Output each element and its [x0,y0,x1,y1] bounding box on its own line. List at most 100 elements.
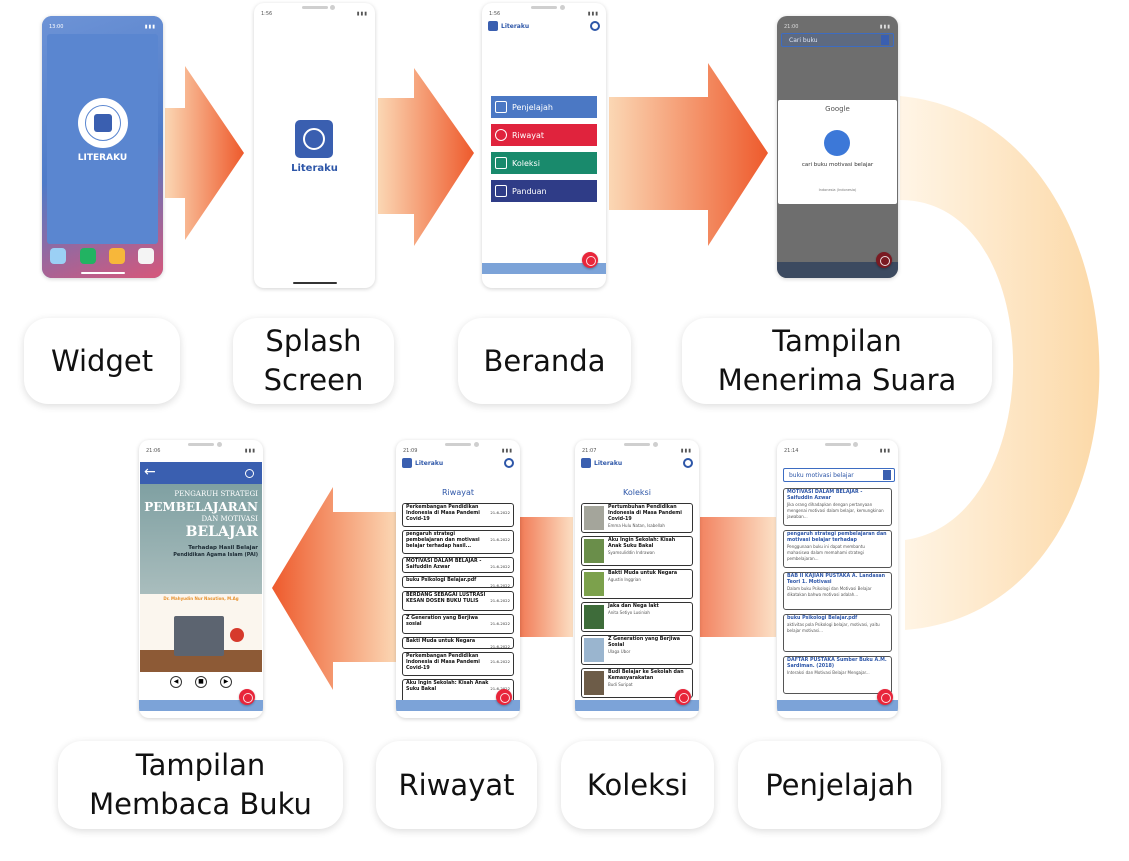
label-text-line2: Screen [263,363,364,397]
history-item[interactable]: Perkembangan Pendidikan Indonesia di Mas… [402,652,514,676]
voice-fab-button[interactable] [877,689,893,705]
status-time: 1:56 [261,11,273,17]
settings-gear-icon[interactable] [245,469,254,478]
google-text: Google [825,105,850,113]
label-koleksi: Koleksi [561,741,714,829]
search-input[interactable]: Cari buku [781,33,894,47]
book-thumbnail [584,539,604,563]
forward-button[interactable]: ▶ [220,676,232,688]
history-item[interactable]: Perkembangan Pendidikan Indonesia di Mas… [402,503,514,527]
book-author: Emma Hulu Natan, Isabellah [608,523,665,528]
document-icon[interactable] [881,35,889,45]
phone-koleksi: 21:07▮▮▮ Literaku Koleksi Pertumbuhan Pe… [575,440,699,718]
book-title-line2: PEMBELAJARAN [144,500,258,514]
microphone-icon[interactable] [824,130,850,156]
history-title: Perkembangan Pendidikan Indonesia di Mas… [406,654,480,671]
literaku-logo-icon [295,120,333,158]
menu-panduan-button[interactable]: Panduan [491,180,597,202]
result-title: MOTIVASI DALAM BELAJAR - Saifuddin Azwar [787,490,863,501]
history-item[interactable]: pengaruh strategi pembelajaran dan motiv… [402,530,514,554]
book-title-line1: PENGARUH STRATEGI [174,490,258,498]
history-item[interactable]: buku Psikologi Belajar.pdf 21-6-2022 [402,576,514,588]
widget-logo[interactable] [78,98,128,148]
label-beranda: Beranda [458,318,631,404]
menu-riwayat-button[interactable]: Riwayat [491,124,597,146]
page-title: Koleksi [623,488,651,497]
label-text-line1: Splash [265,324,362,358]
voice-fab-button[interactable] [582,252,598,268]
collection-item[interactable]: Pertumbuhan Pendidikan Indonesia di Masa… [581,503,693,533]
book-author: Dr. Mahyudin Nur Nasution, M.Ag [163,596,239,601]
voice-fab-button[interactable] [239,689,255,705]
book-title: Jaka dan Nega lakt [608,604,659,609]
book-author: Agustin Inggrian [608,577,641,582]
status-time: 21:09 [403,448,418,454]
label-text: Beranda [483,343,606,378]
search-result-item[interactable]: DAFTAR PUSTAKA Sumber Buku A.M. Sardiman… [783,656,892,694]
arrow-koleksi-riwayat [520,517,573,637]
history-title: Perkembangan Pendidikan Indonesia di Mas… [406,505,480,522]
history-date: 21-6-2022 [490,644,510,649]
menu-label: Penjelajah [512,102,553,112]
rewind-button[interactable]: ◀ [170,676,182,688]
settings-gear-icon[interactable] [504,458,514,468]
book-title-line3: DAN MOTIVASI [201,515,258,523]
document-icon[interactable] [883,470,891,480]
books-icon [495,157,507,169]
status-time: 21:07 [582,448,597,454]
book-title: Z Generation yang Berjiwa Sosial [608,637,681,648]
history-date: 21-6-2022 [490,537,510,542]
search-input[interactable]: buku motivasi belajar [783,468,895,482]
history-item[interactable]: BERDANG SEBAGAI LUSTRASI KESAN DOSEN BUK… [402,591,514,611]
phone-membaca: 21:06▮▮▮ ← PENGARUH STRATEGI PEMBELAJARA… [139,440,263,718]
phone-app-icon[interactable] [80,248,96,264]
search-result-item[interactable]: pengaruh strategi pembelajaran dan motiv… [783,530,892,568]
result-title: BAB II KAJIAN PUSTAKA A. Landasan Teori … [787,574,886,585]
settings-gear-icon[interactable] [590,21,600,31]
status-time: 13:00 [49,24,64,30]
search-result-item[interactable]: BAB II KAJIAN PUSTAKA A. Landasan Teori … [783,572,892,610]
voice-fab-button[interactable] [876,252,892,268]
collection-item[interactable]: Budi Belajar ke Sekolah dan Kemasyarakat… [581,668,693,698]
history-date: 21-6-2022 [490,510,510,515]
menu-label: Koleksi [512,158,540,168]
guide-icon [495,185,507,197]
phone-penjelajah: 21:14▮▮▮ buku motivasi belajar MOTIVASI … [777,440,898,718]
camera-app-icon[interactable] [138,248,154,264]
widget-name: LITERAKU [77,153,128,163]
history-title: Aku Ingin Sekolah: Kisah Anak Suku Bakal [406,681,489,692]
book-subtitle-2: Pendidikan Agama Islam (PAI) [173,552,258,558]
search-result-item[interactable]: MOTIVASI DALAM BELAJAR - Saifuddin Azwar… [783,488,892,526]
history-title: buku Psikologi Belajar.pdf [406,578,477,583]
history-date: 21-6-2022 [490,583,510,588]
stop-button[interactable]: ■ [195,676,207,688]
result-title: pengaruh strategi pembelajaran dan motiv… [787,532,887,543]
label-penjelajah: Penjelajah [738,741,941,829]
result-title: buku Psikologi Belajar.pdf [787,616,858,621]
notes-app-icon[interactable] [109,248,125,264]
voice-fab-button[interactable] [675,689,691,705]
book-author: Anita Setiyo Lusiniah [608,610,650,615]
menu-koleksi-button[interactable]: Koleksi [491,152,597,174]
label-text: Widget [50,343,154,378]
collection-item[interactable]: Aku Ingin Sekolah: Kisah Anak Suku Bakal… [581,536,693,566]
voice-query: cari buku motivasi belajar [801,162,874,168]
literaku-logo-icon [402,458,412,468]
menu-penjelajah-button[interactable]: Penjelajah [491,96,597,118]
book-thumbnail [584,671,604,695]
back-arrow-icon[interactable]: ← [144,464,156,480]
history-item[interactable]: MOTIVASI DALAM BELAJAR - Saifuddin Azwar… [402,557,514,573]
voice-fab-button[interactable] [496,689,512,705]
history-date: 21-6-2022 [490,621,510,626]
history-icon [495,129,507,141]
messages-app-icon[interactable] [50,248,66,264]
settings-gear-icon[interactable] [683,458,693,468]
